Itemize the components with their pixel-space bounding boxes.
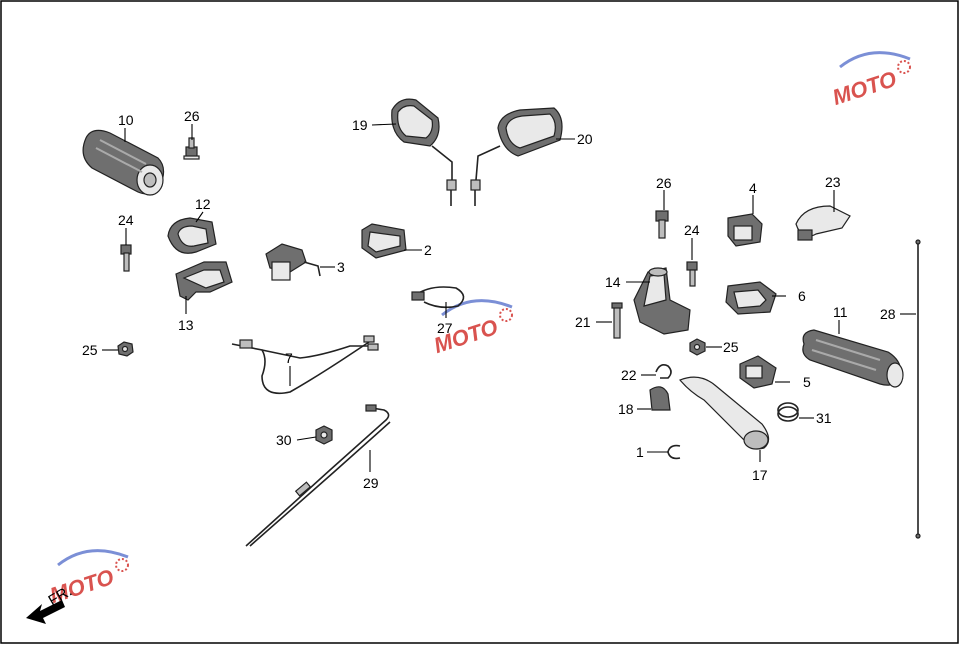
nut-30	[315, 425, 333, 445]
switch-2	[361, 223, 407, 259]
callout-23: 23	[825, 174, 841, 190]
callout-18: 18	[618, 401, 634, 417]
lever-17	[679, 376, 770, 450]
mirror-right	[470, 107, 563, 206]
cable-tie-27	[411, 286, 465, 309]
switch-6	[725, 281, 777, 315]
callout-13: 13	[178, 317, 194, 333]
callout-30: 30	[276, 432, 292, 448]
lever-bracket-14	[633, 267, 691, 335]
spring-31	[777, 402, 799, 422]
nut-25-left	[117, 341, 134, 357]
bolt-26-right	[655, 210, 669, 239]
callout-4: 4	[749, 180, 757, 196]
callout-25-right: 25	[723, 339, 739, 355]
callout-5: 5	[803, 374, 811, 390]
callout-28: 28	[880, 306, 896, 322]
watermark-logo-top-right: MOTO	[829, 51, 911, 110]
callout-17: 17	[752, 467, 768, 483]
callout-22: 22	[621, 367, 637, 383]
clip-1	[667, 444, 681, 460]
mirror-left	[391, 98, 457, 206]
bracket-18	[649, 386, 671, 411]
callout-2: 2	[424, 242, 432, 258]
callout-20: 20	[577, 131, 593, 147]
callout-1: 1	[636, 444, 644, 460]
callout-24-right: 24	[684, 222, 700, 238]
rod-28	[915, 239, 921, 539]
callout-25-left: 25	[82, 342, 98, 358]
callout-29: 29	[363, 475, 379, 491]
callout-3: 3	[337, 259, 345, 275]
svg-text:MOTO: MOTO	[829, 66, 899, 110]
callout-10: 10	[118, 112, 134, 128]
left-grip	[82, 129, 165, 196]
cable-29	[245, 404, 391, 547]
switch-housing-upper	[167, 217, 217, 254]
callout-21: 21	[575, 314, 591, 330]
spring-22	[655, 364, 672, 379]
callout-24-left: 24	[118, 212, 134, 228]
callout-31: 31	[816, 410, 832, 426]
callout-26-right: 26	[656, 175, 672, 191]
wire-harness-7	[231, 335, 379, 395]
callout-12: 12	[195, 196, 211, 212]
bolt-24-right	[686, 261, 698, 287]
pin-21	[611, 302, 623, 339]
callout-19: 19	[352, 117, 368, 133]
callout-27: 27	[437, 320, 453, 336]
switch-4	[727, 213, 763, 247]
bolt-26-left	[183, 137, 200, 160]
right-grip	[802, 329, 904, 388]
switch-housing-lower	[175, 261, 233, 301]
callout-7: 7	[285, 350, 293, 366]
callout-11: 11	[833, 304, 848, 320]
nut-25-right	[689, 338, 706, 356]
callouts: 10 26 12 24 13 25 19 20 3 2 27 7 30 29 2…	[82, 108, 916, 491]
switch-3	[265, 243, 321, 281]
callout-14: 14	[605, 274, 621, 290]
bolt-24-left	[120, 244, 132, 272]
cover-23	[795, 205, 851, 241]
callout-6: 6	[798, 288, 806, 304]
switch-5	[739, 355, 777, 389]
callout-26-left: 26	[184, 108, 200, 124]
